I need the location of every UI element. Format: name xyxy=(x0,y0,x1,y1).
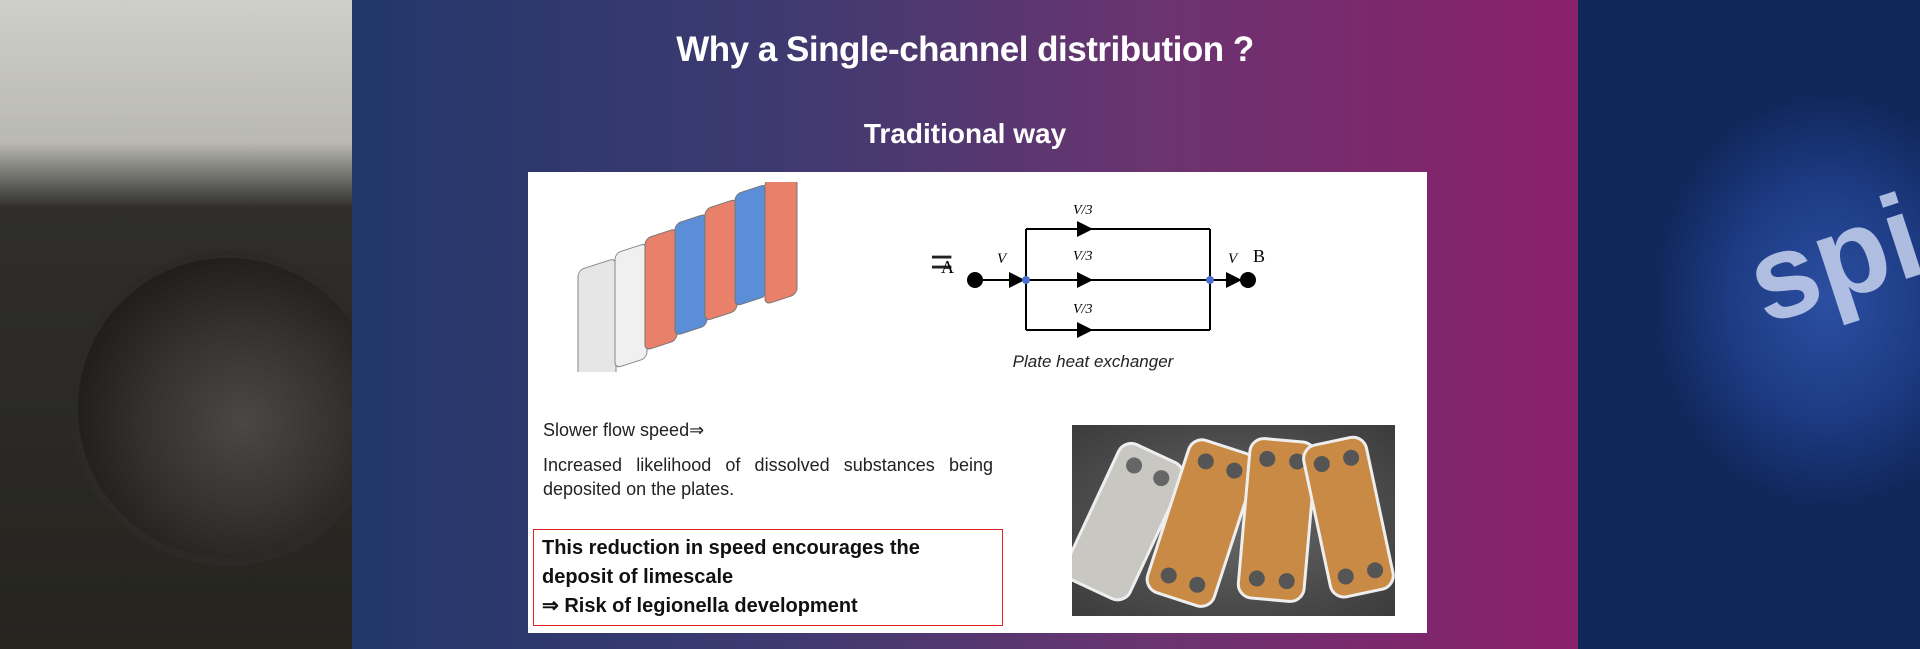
background-logo-text: spi xyxy=(1731,168,1920,350)
warning-line: deposit of limescale xyxy=(542,566,734,588)
equals-sign: = xyxy=(930,240,954,284)
background-photo-right: spi xyxy=(1578,0,1920,649)
flow-heading: Slower flow speed⇒ xyxy=(543,420,705,440)
node-a-label: A xyxy=(941,257,954,277)
node-b-label: B xyxy=(1253,246,1265,266)
branch-flow-label: V/3 xyxy=(1073,203,1092,218)
heat-exchanger-plates-photo xyxy=(1072,425,1395,616)
plate-heat-exchanger-illustration xyxy=(577,182,798,372)
branch-flow-label: V/3 xyxy=(1073,302,1092,317)
node-b-dot xyxy=(1240,272,1256,288)
warning-line: This reduction in speed encourages the xyxy=(542,537,920,559)
warning-line: ⇒ Risk of legionella development xyxy=(542,595,858,617)
flow-paragraph: Increased likelihood of dissolved substa… xyxy=(543,455,993,499)
pipe-flange-image xyxy=(70,250,386,566)
flow-diagram: A B V V V/3 V/3 V/3 xyxy=(941,203,1265,338)
slide-title: Why a Single-channel distribution ? xyxy=(676,30,1254,69)
outlet-flow-label: V xyxy=(1228,251,1239,267)
inlet-flow-label: V xyxy=(997,251,1008,267)
diagram-caption: Plate heat exchanger xyxy=(1012,352,1174,371)
branch-flow-label: V/3 xyxy=(1073,249,1092,264)
warning-box: This reduction in speed encourages the d… xyxy=(533,529,1003,626)
slide-subtitle: Traditional way xyxy=(863,118,1067,149)
slide-content: = A B V V V/3 V/3 V/3 Plate heat exc xyxy=(528,172,1427,633)
background-photo-left xyxy=(0,0,386,649)
node-a-dot xyxy=(967,272,983,288)
